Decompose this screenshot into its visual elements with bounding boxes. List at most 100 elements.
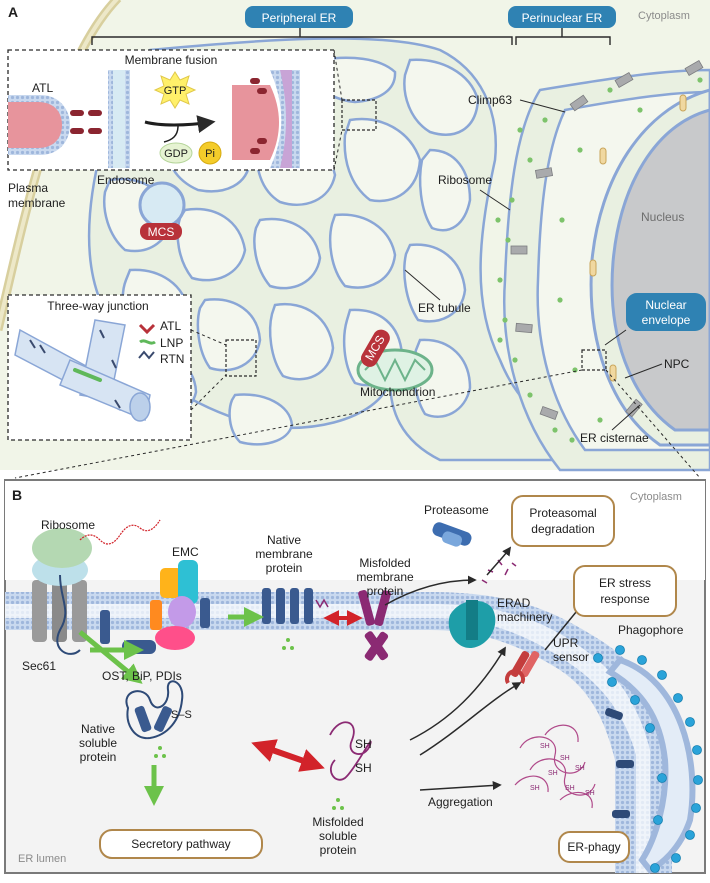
label-npc: NPC	[664, 357, 690, 371]
er-cavities	[103, 56, 480, 446]
three-way-junction-inset: Three-way junction ATL LNP RTN	[7, 294, 257, 441]
label-proteasome: Proteasome	[424, 503, 489, 517]
label-cytoplasm-a: Cytoplasm	[638, 10, 690, 22]
box-er-phagy	[558, 831, 630, 863]
erad-machinery	[448, 600, 496, 648]
svg-text:SH: SH	[540, 743, 550, 750]
mcs-badge-endosome	[140, 223, 182, 240]
legend-rtn: RTN	[160, 352, 184, 366]
pill-nuclear-envelope	[626, 293, 706, 331]
pill-peripheral-er	[245, 6, 353, 28]
label-upr-1: UPR	[553, 636, 579, 650]
proteasome	[432, 522, 472, 547]
label-atl: ATL	[32, 81, 53, 95]
membrane-fusion-inset: Membrane fusion ATL GTP GDP	[7, 49, 377, 171]
label-cytoplasm-b: Cytoplasm	[630, 491, 682, 503]
mrna	[79, 519, 161, 545]
label-er-stress-1: ER stress	[599, 576, 651, 590]
label-erad-2: machinery	[497, 610, 552, 624]
label-sh-1: SH	[355, 737, 372, 751]
upr-sensor	[505, 650, 540, 684]
label-endosome: Endosome	[97, 173, 155, 187]
label-proteasomal-2: degradation	[531, 522, 594, 536]
label-nuclear-1: Nuclear	[645, 298, 686, 312]
label-er-lumen: ER lumen	[18, 853, 66, 865]
label-secretory: Secretory pathway	[131, 837, 230, 851]
label-sec61: Sec61	[22, 659, 56, 673]
label-native-sol-1: Native	[81, 722, 115, 736]
legend-atl: ATL	[160, 319, 181, 333]
svg-text:SH: SH	[560, 755, 570, 762]
panel-b-letter: B	[12, 487, 22, 503]
label-misfolded-mem-1: Misfolded	[359, 556, 410, 570]
label-erad-1: ERAD	[497, 596, 531, 610]
climp63-spacers	[510, 59, 704, 421]
label-peripheral-er: Peripheral ER	[262, 11, 337, 25]
svg-text:SH: SH	[530, 785, 540, 792]
mcs-label-1: MCS	[148, 225, 175, 239]
phagophore	[605, 656, 696, 874]
lc3-beads	[593, 645, 703, 873]
svg-text:SH: SH	[565, 785, 575, 792]
label-misfolded-sol-3: protein	[320, 843, 357, 857]
label-misfolded-sol-2: soluble	[319, 829, 357, 843]
label-plasma-2: membrane	[8, 196, 66, 210]
panel-b: S–S SH SH SH SH SH SH SH SH SH	[4, 479, 706, 874]
label-misfolded-sol-1: Misfolded	[312, 815, 363, 829]
label-misfolded-mem-2: membrane	[356, 570, 414, 584]
label-aggregation: Aggregation	[428, 795, 493, 809]
emc-complex	[150, 560, 198, 650]
ribosome-dots	[495, 77, 703, 443]
label-ost: OST, BiP, PDIs	[102, 669, 182, 683]
label-mitochondrion: Mitochondrion	[360, 385, 435, 399]
label-ribosome-a: Ribosome	[438, 173, 492, 187]
gtp-star	[153, 71, 197, 109]
label-native-mem-3: protein	[266, 561, 303, 575]
label-er-stress-2: response	[600, 592, 650, 606]
label-phagophore: Phagophore	[618, 623, 684, 637]
endosome	[138, 181, 186, 229]
label-proteasomal-1: Proteasomal	[529, 506, 596, 520]
label-emc: EMC	[172, 545, 199, 559]
label-native-mem-1: Native	[267, 533, 301, 547]
panel-a-letter: A	[8, 4, 18, 20]
native-soluble-protein	[125, 680, 184, 740]
svg-text:SH: SH	[575, 765, 585, 772]
label-upr-2: sensor	[553, 650, 589, 664]
protein-aggregates	[514, 724, 596, 809]
erphagy-receptors	[605, 708, 634, 818]
svg-text:SH: SH	[585, 790, 595, 797]
nucleus	[610, 108, 710, 432]
label-native-sol-3: protein	[80, 750, 117, 764]
sec61-translocon	[32, 580, 87, 642]
label-pi: Pi	[205, 148, 215, 160]
label-ss: S–S	[171, 709, 192, 721]
label-plasma-1: Plasma	[8, 181, 48, 195]
region-brackets	[91, 28, 611, 45]
label-er-cisternae: ER cisternae	[580, 431, 649, 445]
label-climp63: Climp63	[468, 93, 512, 107]
label-sh-2: SH	[355, 761, 372, 775]
label-native-mem-2: membrane	[255, 547, 313, 561]
label-misfolded-mem-3: protein	[367, 584, 404, 598]
label-er-phagy: ER-phagy	[567, 840, 620, 854]
native-membrane-protein	[262, 588, 313, 624]
glycans	[154, 638, 344, 810]
pill-perinuclear-er	[508, 6, 616, 28]
label-ribosome-b: Ribosome	[41, 518, 95, 532]
svg-text:SH: SH	[548, 770, 558, 777]
label-nuclear-2: envelope	[642, 313, 691, 327]
gdp-oval	[159, 142, 193, 164]
label-membrane-fusion: Membrane fusion	[125, 53, 218, 67]
misfolded-soluble-protein	[329, 721, 372, 781]
box-secretory-pathway	[99, 829, 263, 859]
legend-lnp: LNP	[160, 336, 183, 350]
box-er-stress	[573, 565, 677, 617]
er-membrane-b	[5, 592, 672, 873]
ribosome-b	[32, 528, 92, 586]
box-proteasomal-degradation	[511, 495, 615, 547]
pi-circle	[198, 141, 222, 165]
label-native-sol-2: soluble	[79, 736, 117, 750]
mcs-badge-mito	[360, 329, 390, 367]
